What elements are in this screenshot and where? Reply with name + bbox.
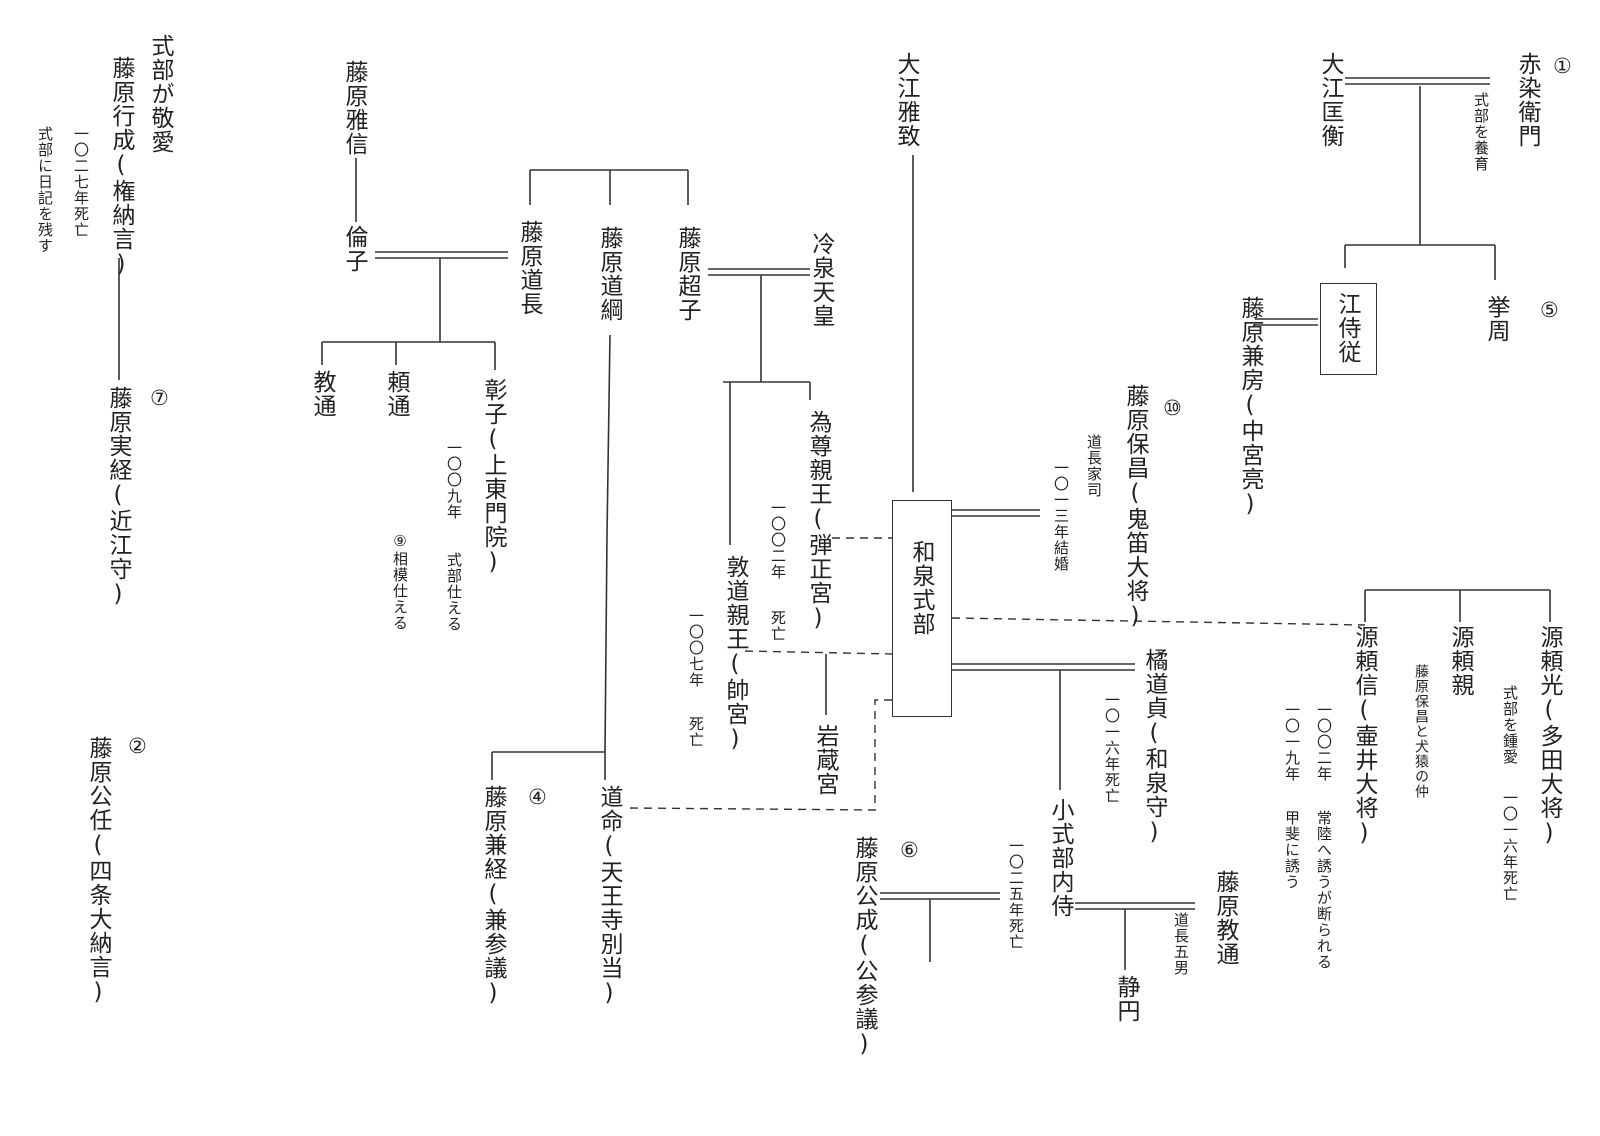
marker-5: ⑤: [1540, 298, 1559, 322]
person-rinshi: 倫子: [341, 225, 367, 273]
person-domyo: 道命(天王寺別当): [596, 785, 622, 1007]
note-tametaka-year: 一〇〇二年: [769, 500, 787, 580]
note-shoshi-year: 一〇〇九年: [445, 440, 463, 520]
person-koshikibu-naishi: 小式部内侍: [1047, 798, 1073, 918]
note-tametaka-death: 死亡: [769, 610, 787, 642]
person-prince-tametaka: 為尊親王(弾正宮): [805, 410, 831, 632]
note-norimichi-son: 道長五男: [1172, 912, 1190, 976]
note-atsumichi-death: 死亡: [687, 716, 705, 748]
person-iwakura-no-miya: 岩蔵宮: [812, 724, 838, 796]
person-oe-masamune: 大江雅致: [893, 52, 919, 148]
person-reizei-tenno: 冷泉天皇: [808, 232, 834, 328]
person-fujiwara-sanetsune: 藤原実経(近江守): [105, 386, 131, 608]
note-yukinari-death: 一〇二七年死亡: [72, 126, 90, 238]
note-atsumichi-year: 一〇〇七年: [687, 608, 705, 688]
note-yukinari-diary: 式部に日記を残す: [36, 126, 54, 254]
note-yasumasa-steward: 道長家司: [1085, 434, 1103, 498]
go-jiju-box: [1320, 283, 1377, 375]
note-yorimitsu-death: 一〇一六年死亡: [1501, 790, 1519, 902]
note-yasumasa-married: 一〇一三年結婚: [1052, 460, 1070, 572]
person-prince-atsumichi: 敦道親王(帥宮): [722, 555, 748, 753]
person-oe-masahira: 大江匡衡: [1317, 52, 1343, 148]
note-yorinobu-kai: 甲斐に誘う: [1283, 810, 1301, 890]
marker-2: ②: [128, 734, 147, 758]
note-yorimitsu-love: 式部を鍾愛: [1501, 685, 1519, 765]
person-minamoto-yorinobu: 源頼信(壷井大将): [1351, 625, 1377, 847]
person-minamoto-yorimitsu: 源頼光(多田大将): [1536, 625, 1562, 847]
note-yukinari-love: 式部が敬愛: [147, 34, 173, 154]
person-tachibana-michisada: 橘道貞(和泉守): [1141, 648, 1167, 846]
person-fujiwara-kinto: 藤原公任(四条大納言): [85, 736, 111, 1006]
person-jouen: 静円: [1113, 975, 1139, 1023]
note-yorichika-rival: 藤原保昌と犬猿の仲: [1413, 664, 1429, 799]
note-yorinobu-hitachi-year: 一〇〇二年: [1315, 702, 1333, 782]
note-sagami: ⑨相模仕える: [391, 532, 409, 631]
person-fujiwara-yasumasa: 藤原保昌(鬼笛大将): [1122, 384, 1148, 630]
person-norimichi: 教通: [309, 370, 335, 418]
izumi-shikibu-box: [892, 500, 952, 717]
person-takachika: 挙周: [1483, 295, 1509, 343]
person-fujiwara-yukinari: 藤原行成(権納言): [108, 56, 134, 278]
person-fujiwara-michitsuna: 藤原道綱: [596, 226, 622, 322]
person-minamoto-yorichika: 源頼親: [1447, 625, 1473, 697]
person-izumi-shikibu: 和泉式部: [908, 540, 934, 636]
person-fujiwara-choshi: 藤原超子: [674, 226, 700, 322]
note-akazome-raised: 式部を養育: [1472, 92, 1490, 172]
marker-6: ⑥: [900, 838, 919, 862]
person-go-jiju: 江侍従: [1334, 292, 1360, 364]
person-fujiwara-michinaga: 藤原道長: [516, 220, 542, 316]
marker-7: ⑦: [150, 386, 169, 410]
person-akazome-emon: 赤染衛門: [1514, 52, 1540, 148]
note-tachibana-death: 一〇一六年死亡: [1103, 692, 1121, 804]
marker-1: ①: [1553, 54, 1572, 78]
person-kanefusa: 藤原兼房(中宮亮): [1237, 296, 1263, 518]
note-koshikibu-death: 一〇二五年死亡: [1007, 838, 1025, 950]
person-fujiwara-kinnari: 藤原公成(公参議): [851, 836, 877, 1058]
person-fujiwara-norimichi: 藤原教通: [1212, 870, 1238, 966]
marker-10: ⑩: [1163, 396, 1182, 420]
person-fujiwara-masanobu: 藤原雅信: [341, 60, 367, 156]
person-fujiwara-kanetsune: 藤原兼経(兼参議): [480, 785, 506, 1007]
note-shoshi-serve: 式部仕える: [445, 552, 463, 632]
note-yorinobu-hitachi: 常陸へ誘うが断られる: [1315, 810, 1333, 970]
marker-4: ④: [528, 785, 547, 809]
person-shoshi: 彰子(上東門院): [480, 378, 506, 576]
person-yorimichi: 頼通: [383, 370, 409, 418]
note-yorinobu-kai-year: 一〇一九年: [1283, 702, 1301, 782]
